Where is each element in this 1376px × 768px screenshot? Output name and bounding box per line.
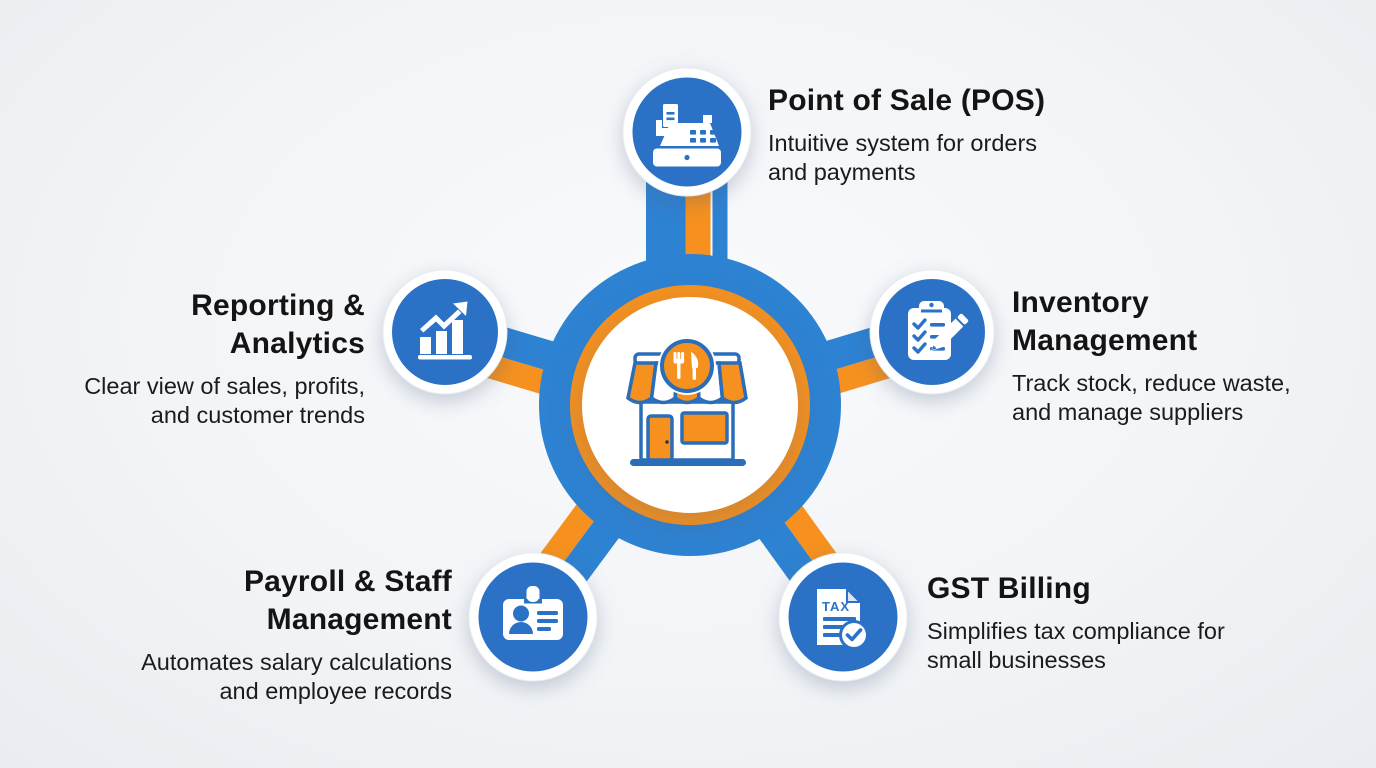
bar-chart-trend-icon bbox=[418, 301, 472, 360]
store-window bbox=[680, 411, 729, 445]
node-pos bbox=[622, 67, 752, 197]
tax-label: TAX bbox=[822, 599, 850, 614]
pos-description: Intuitive system for orders and payments bbox=[768, 130, 1038, 185]
reporting-description: Clear view of sales, profits, and custom… bbox=[84, 373, 365, 428]
arrow-head bbox=[453, 301, 468, 316]
payroll-label: Payroll & Staff Management Automates sal… bbox=[141, 563, 452, 706]
keypad-buttons bbox=[690, 130, 716, 143]
store-door-knob bbox=[665, 440, 669, 444]
gst-description: Simplifies tax compliance for small busi… bbox=[927, 618, 1225, 673]
cash-register-icon bbox=[653, 97, 721, 167]
gst-title: GST Billing bbox=[927, 572, 1091, 605]
document-lines bbox=[823, 617, 856, 637]
hub-blue-ring bbox=[539, 254, 841, 556]
restaurant-storefront-icon bbox=[626, 337, 748, 466]
check-mark bbox=[845, 628, 863, 642]
node-gst: TAX bbox=[778, 552, 908, 682]
store-door bbox=[646, 414, 674, 462]
sign-circle bbox=[660, 339, 714, 393]
payroll-title: Payroll & Staff Management bbox=[243, 565, 452, 636]
node-inventory bbox=[869, 269, 995, 395]
checkmarks bbox=[912, 318, 927, 354]
tax-document-icon: TAX bbox=[817, 586, 869, 650]
inventory-description: Track stock, reduce waste, and manage su… bbox=[1012, 370, 1291, 425]
reporting-label: Reporting & Analytics Clear view of sale… bbox=[84, 287, 365, 430]
reporting-title: Reporting & Analytics bbox=[191, 289, 365, 360]
id-badge-icon bbox=[503, 586, 563, 640]
gst-label: GST Billing Simplifies tax compliance fo… bbox=[927, 570, 1225, 675]
inventory-title: Inventory Management bbox=[1012, 286, 1198, 357]
hub bbox=[539, 254, 841, 556]
store-baseline bbox=[630, 459, 746, 466]
inventory-label: Inventory Management Track stock, reduce… bbox=[1012, 284, 1291, 427]
badge-lines bbox=[537, 611, 558, 631]
node-payroll bbox=[468, 552, 598, 682]
node-reporting bbox=[382, 269, 508, 395]
pos-label: Point of Sale (POS) Intuitive system for… bbox=[768, 82, 1045, 187]
fork-knife-icon bbox=[673, 352, 699, 380]
payroll-description: Automates salary calculations and employ… bbox=[141, 649, 452, 704]
hub-orange-ring bbox=[570, 285, 810, 525]
inventory-checklist-icon bbox=[908, 301, 969, 360]
pos-title: Point of Sale (POS) bbox=[768, 84, 1046, 117]
